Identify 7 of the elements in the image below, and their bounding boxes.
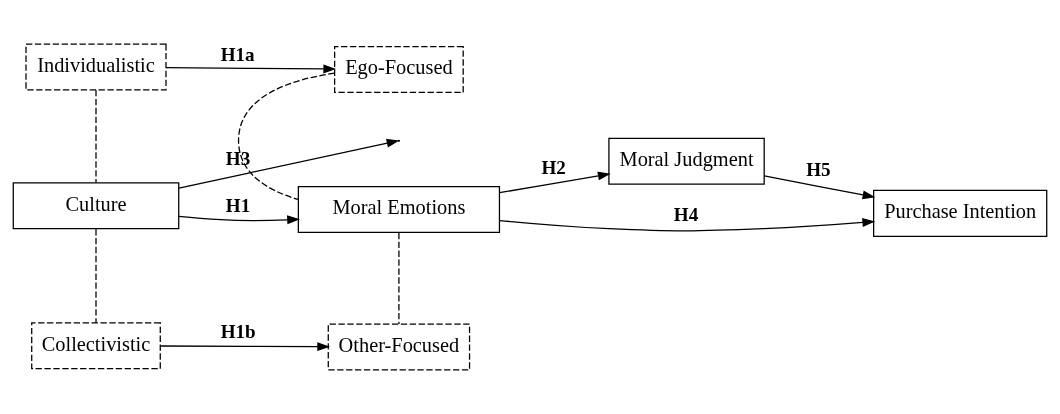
edge-label: H2 (541, 156, 566, 178)
edge-label: H5 (806, 159, 831, 181)
edge-label: H1a (220, 43, 255, 65)
edge-label: H1b (220, 321, 256, 343)
edge-label: H1 (225, 195, 251, 217)
edge-label: H3 (225, 148, 251, 169)
edge-label: H4 (673, 204, 699, 225)
